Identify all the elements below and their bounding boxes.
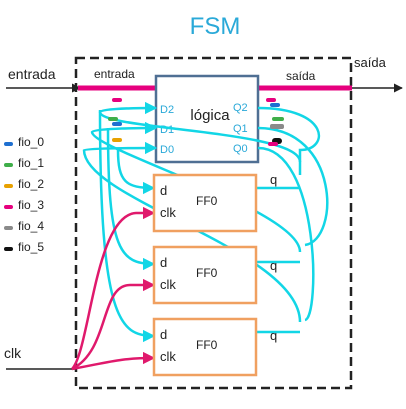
ff1-q-label: q <box>270 172 277 187</box>
external-output-label: saída <box>354 55 387 70</box>
ff1-d-label: d <box>160 183 167 198</box>
ff2-d-label: d <box>160 255 167 270</box>
diagram-title: FSM <box>190 13 241 40</box>
internal-input-label: entrada <box>94 67 135 81</box>
clk-wire-ff1 <box>71 206 156 370</box>
clk-wire-ff2 <box>71 278 156 371</box>
legend-swatch <box>4 184 13 188</box>
cyan-wires <box>82 101 329 343</box>
internal-output-label: saída <box>286 69 316 83</box>
wire-q0-to-ff3 <box>257 146 315 322</box>
ff3-q-label: q <box>270 328 277 343</box>
legend-swatch <box>4 163 13 167</box>
wire-markers-input <box>108 98 122 142</box>
ff3-d-label: d <box>160 327 167 342</box>
legend-label: fio_3 <box>18 198 44 212</box>
logic-output-q1: Q1 <box>233 123 248 135</box>
logic-input-d1: D1 <box>160 124 174 136</box>
logic-output-q2: Q2 <box>233 102 248 114</box>
legend-label: fio_0 <box>18 135 44 149</box>
legend-swatch <box>4 247 13 251</box>
ff1-label: FF0 <box>196 194 218 208</box>
flip-flop-3: d clk FF0 q <box>152 317 277 377</box>
logic-block-label: lógica <box>190 107 230 124</box>
ff3-clk-label: clk <box>160 349 176 364</box>
legend-label: fio_2 <box>18 177 44 191</box>
fsm-boundary <box>74 56 353 390</box>
clock-input-label: clk <box>4 345 22 361</box>
wire-d-ff2 <box>106 127 156 271</box>
ff3-label: FF0 <box>196 338 218 352</box>
wire-markers-output <box>266 98 284 146</box>
wire-d-ff3 <box>98 109 156 343</box>
legend-label: fio_4 <box>18 219 44 233</box>
ff2-q-label: q <box>270 258 277 273</box>
legend-swatch <box>4 226 13 230</box>
logic-input-d0: D0 <box>160 144 174 156</box>
logic-input-d2: D2 <box>160 104 174 116</box>
ff1-clk-label: clk <box>160 205 176 220</box>
legend-label: fio_5 <box>18 240 44 254</box>
legend-swatch <box>4 205 13 209</box>
wire-q2-to-ff1 <box>257 106 321 175</box>
ff2-clk-label: clk <box>160 277 176 292</box>
legend-label: fio_1 <box>18 156 44 170</box>
flip-flop-2: d clk FF0 q <box>152 245 277 305</box>
clk-wire-ff3 <box>71 351 156 371</box>
ff2-label: FF0 <box>196 266 218 280</box>
legend-swatch <box>4 142 13 146</box>
external-input-label: entrada <box>8 66 56 82</box>
logic-output-q0: Q0 <box>233 143 248 155</box>
wire-d-ff1 <box>116 149 156 195</box>
clock-wires <box>71 206 156 371</box>
logic-block <box>154 74 260 164</box>
flip-flop-1: d clk FF0 q <box>152 172 277 233</box>
wire-legend: fio_0 fio_1 fio_2 fio_3 fio_4 fio_5 <box>4 135 44 254</box>
wire-q1-to-ff2 <box>257 126 329 247</box>
